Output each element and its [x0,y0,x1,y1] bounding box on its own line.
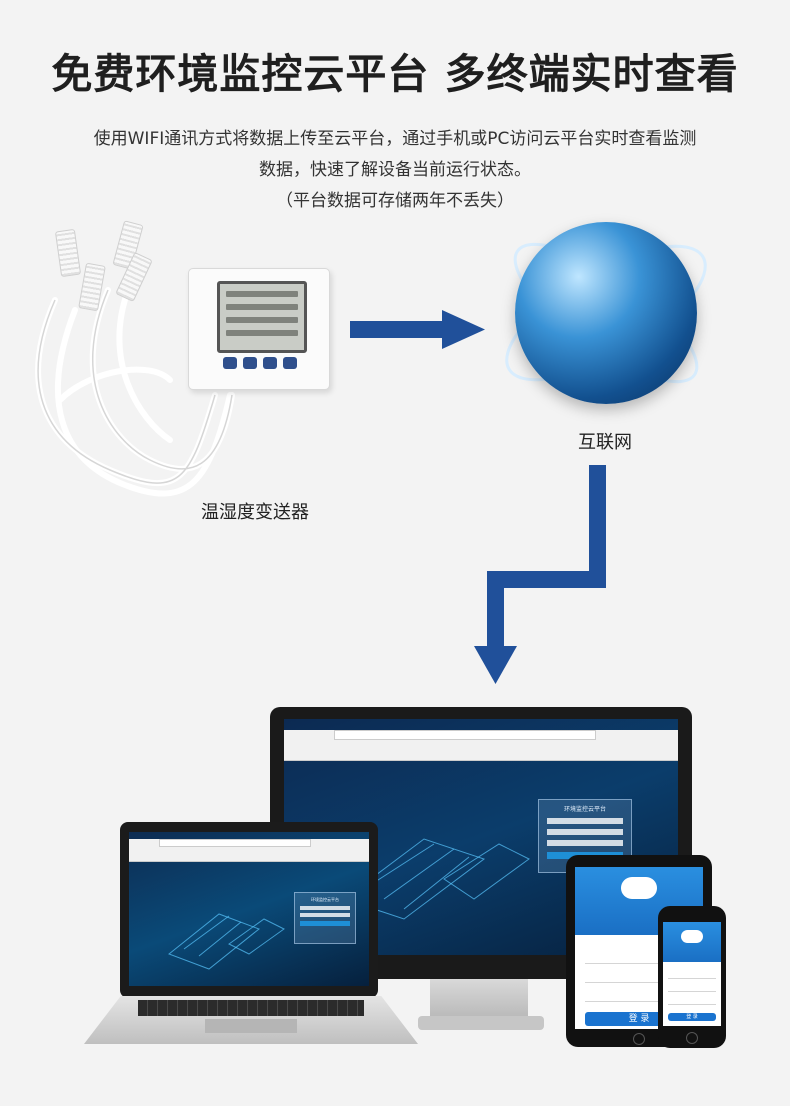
arrow-down [474,465,606,684]
username-field[interactable] [585,963,693,964]
smartphone: 登 录 [658,906,726,1048]
username-field[interactable] [668,978,716,979]
home-button [633,1033,645,1045]
browser-toolbar [284,730,678,761]
home-button [686,1032,698,1044]
description-line-2: 数据，快速了解设备当前运行状态。 [259,160,531,180]
device-keypad [223,357,297,369]
phone-screen: 登 录 [663,922,721,1026]
cloud-icon [621,877,657,899]
laptop-trackpad [205,1019,297,1033]
arrow-right [350,310,485,349]
description-line-3: （平台数据可存储两年不丢失） [276,191,514,211]
platform-illustration [168,913,285,970]
laptop-keyboard [138,1000,364,1016]
monitor-stand [430,979,528,1019]
address-bar [159,839,311,847]
browser-toolbar [129,839,369,862]
lcd-screen [217,281,307,353]
login-title: 环境监控云平台 [563,806,606,813]
password-field[interactable] [547,829,623,835]
platform-illustration [342,838,530,920]
device-caption: 温湿度变送器 [201,502,309,523]
login-panel: 环境监控云平台 [294,892,356,944]
monitor-stand-base [418,1016,544,1030]
laptop: 环境监控云平台 [120,822,378,998]
internet-caption: 互联网 [578,432,632,453]
username-field[interactable] [300,906,350,910]
globe-icon [515,222,697,404]
login-button[interactable]: 登 录 [668,1013,716,1021]
password-field[interactable] [668,991,716,992]
laptop-screen: 环境监控云平台 [129,832,369,986]
server-field[interactable] [585,1001,693,1002]
username-field[interactable] [547,818,623,824]
login-button[interactable] [300,921,350,926]
cloud-icon [681,930,703,943]
server-field[interactable] [668,1004,716,1005]
headline: 免费环境监控云平台 多终端实时查看 [51,50,739,98]
address-bar [334,730,596,740]
login-title: 环境监控云平台 [311,897,339,902]
password-field[interactable] [585,982,693,983]
app-banner [663,922,721,962]
password-field[interactable] [300,913,350,917]
temperature-humidity-transmitter [188,268,330,390]
captcha-field[interactable] [547,840,623,846]
description-line-1: 使用WIFI通讯方式将数据上传至云平台，通过手机或PC访问云平台实时查看监测 [93,129,697,149]
